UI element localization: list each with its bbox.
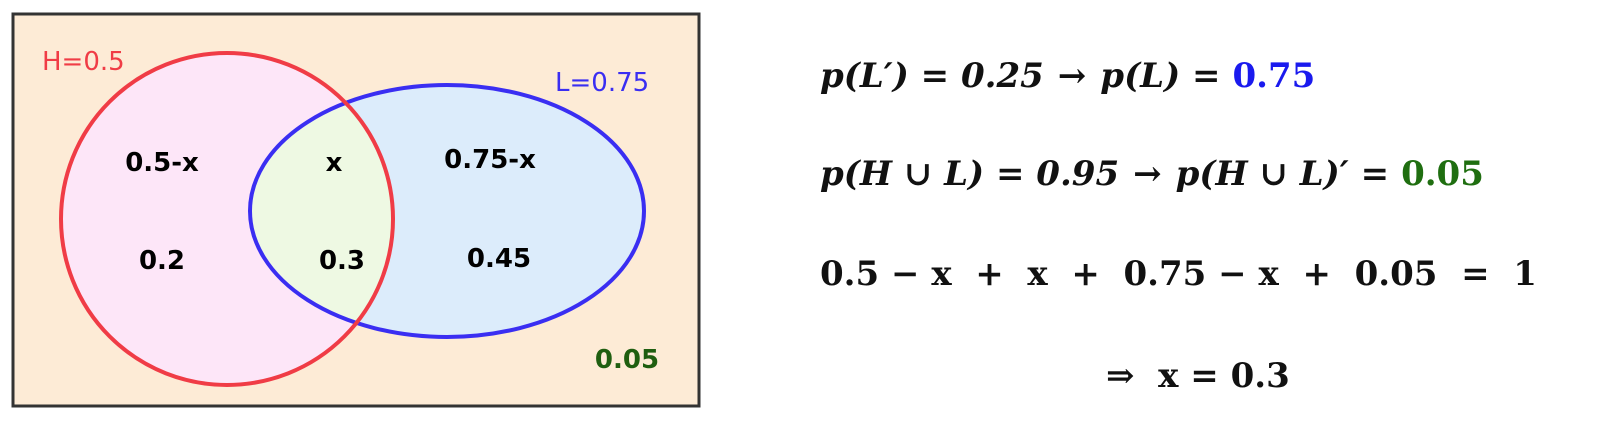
set-h-outline — [59, 51, 395, 387]
region-l-only-expr: 0.75-x — [444, 145, 536, 175]
eq1-arrow: → — [1057, 56, 1087, 96]
region-both-expr: x — [326, 148, 343, 178]
set-l-label: L=0.75 — [555, 68, 649, 98]
equations-panel: p(L′) = 0.25 → p(L) = 0.75 p(H ∪ L) = 0.95 →… — [820, 40, 1580, 420]
eq1-rhs: p(L) = — [1100, 56, 1221, 96]
equation-line-2: p(H ∪ L) = 0.95 → p(H ∪ L)′ = 0.05 — [820, 154, 1484, 194]
eq1-value: 0.75 — [1232, 56, 1316, 96]
set-l-outline — [248, 83, 646, 339]
eq1-lhs: p(L′) = 0.25 — [820, 56, 1044, 96]
equation-line-4: ⇒ x = 0.3 — [1106, 356, 1290, 396]
region-h-only-expr: 0.5-x — [125, 148, 199, 178]
eq2-arrow: → — [1133, 154, 1162, 194]
set-h-label: H=0.5 — [42, 47, 125, 77]
eq2-rhs: p(H ∪ L)′ = — [1175, 154, 1390, 194]
region-h-only-value: 0.2 — [139, 246, 185, 276]
intersection-fill — [250, 85, 393, 337]
region-l-only-value: 0.45 — [467, 244, 531, 274]
equation-line-1: p(L′) = 0.25 → p(L) = 0.75 — [820, 56, 1315, 96]
eq2-lhs: p(H ∪ L) = 0.95 — [820, 154, 1120, 194]
region-both-value: 0.3 — [319, 246, 365, 276]
venn-diagram: H=0.5 L=0.75 0.5-x x 0.75-x 0.2 0.3 0.45… — [11, 12, 701, 408]
equation-line-3: 0.5 − x + x + 0.75 − x + 0.05 = 1 — [820, 254, 1537, 294]
outside-value: 0.05 — [595, 345, 659, 375]
eq2-value: 0.05 — [1401, 154, 1484, 194]
